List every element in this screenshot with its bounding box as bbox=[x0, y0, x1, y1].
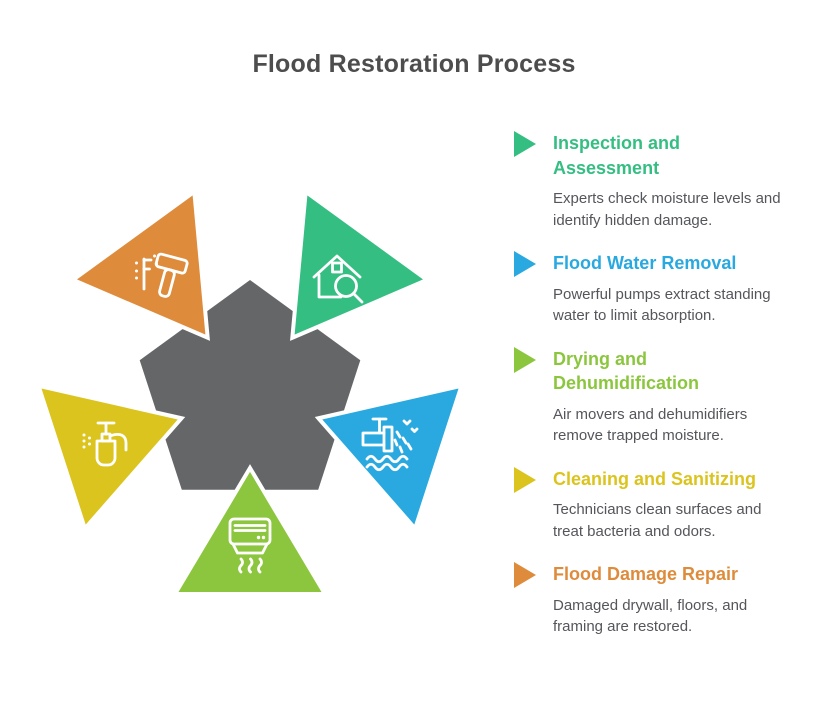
legend-text: Flood Water Removal Powerful pumps extra… bbox=[553, 251, 791, 327]
hammer-nail-icon bbox=[135, 252, 189, 298]
water-pump-icon bbox=[361, 417, 419, 472]
legend-text: Cleaning and Sanitizing Technicians clea… bbox=[553, 467, 791, 543]
legend-item-description: Technicians clean surfaces and treat bac… bbox=[553, 501, 762, 540]
legend-item-description: Damaged drywall, floors, and framing are… bbox=[553, 596, 748, 636]
spray-bottle-icon bbox=[82, 421, 128, 467]
legend-item-cleaning: Cleaning and Sanitizing Technicians clea… bbox=[514, 466, 804, 543]
legend-item-title: Cleaning and Sanitizing bbox=[553, 468, 757, 489]
process-diagram-svg bbox=[35, 188, 465, 596]
triangle-cleaning bbox=[35, 383, 186, 533]
legend-item-title: Inspection and Assessment bbox=[553, 133, 681, 178]
legend-item-title: Flood Damage Repair bbox=[553, 564, 739, 584]
legend-item-description: Experts check moisture levels and identi… bbox=[553, 190, 781, 229]
legend-item-repair: Flood Damage Repair Damaged drywall, flo… bbox=[514, 562, 804, 638]
triangle-inspection bbox=[290, 188, 432, 341]
legend-text: Drying and Dehumidification Air movers a… bbox=[553, 347, 791, 447]
legend-item-description: Powerful pumps extract standing water to… bbox=[553, 285, 771, 325]
legend-item-title: Flood Water Removal bbox=[553, 253, 737, 273]
right-arrow-icon bbox=[514, 466, 536, 493]
legend-item-water-removal: Flood Water Removal Powerful pumps extra… bbox=[514, 251, 804, 327]
air-mover-icon bbox=[228, 517, 272, 574]
page-title: Flood Restoration Process bbox=[252, 50, 576, 78]
legend-text: Inspection and Assessment Experts check … bbox=[553, 131, 791, 231]
legend: Inspection and Assessment Experts check … bbox=[514, 131, 804, 658]
legend-item-drying: Drying and Dehumidification Air movers a… bbox=[514, 346, 804, 447]
right-arrow-icon bbox=[514, 251, 536, 277]
right-arrow-icon bbox=[514, 346, 536, 373]
triangle-repair bbox=[68, 188, 210, 341]
legend-item-title: Drying and Dehumidification bbox=[553, 348, 700, 394]
right-arrow-icon bbox=[514, 131, 536, 157]
legend-text: Flood Damage Repair Damaged drywall, flo… bbox=[553, 562, 791, 638]
right-arrow-icon bbox=[514, 562, 536, 588]
process-diagram bbox=[27, 173, 473, 619]
legend-item-description: Air movers and dehumidifiers remove trap… bbox=[553, 405, 748, 445]
legend-item-inspection: Inspection and Assessment Experts check … bbox=[514, 131, 804, 231]
house-magnifier-icon bbox=[312, 254, 364, 304]
